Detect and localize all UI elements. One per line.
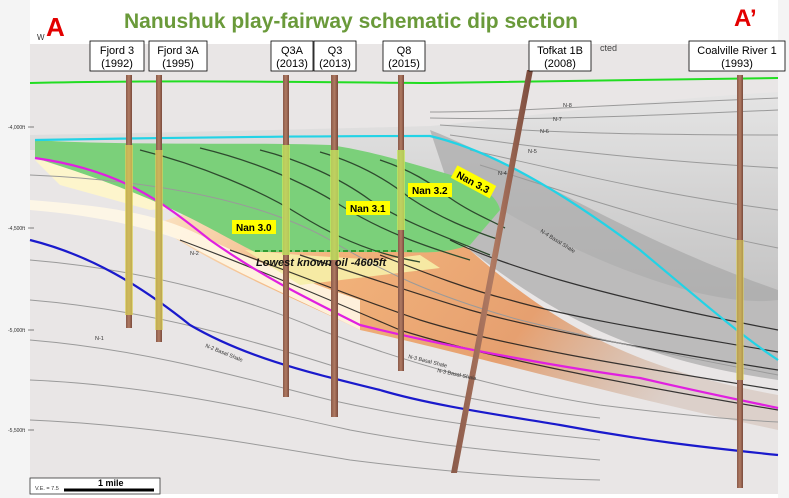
formation-label: N-6 <box>540 129 549 135</box>
well-name: Q8 <box>397 45 412 57</box>
well-year: (1993) <box>721 58 753 70</box>
formation-label: N-1 <box>95 336 104 342</box>
cyan-horizon <box>34 134 779 361</box>
well-name: Tofkat 1B <box>537 45 583 57</box>
well-label-box <box>313 40 357 72</box>
unit-label: Nan 3.1 <box>350 204 386 215</box>
depth-label: -4,500ft <box>8 226 26 232</box>
green-horizon <box>29 77 779 85</box>
well-name: Fjord 3A <box>157 45 199 57</box>
formation-label: N-7 <box>553 117 562 123</box>
unit-label: Nan 3.0 <box>236 223 272 234</box>
partially-hidden-label: cted <box>600 43 617 53</box>
compass-west: W <box>37 33 45 42</box>
formation-label: N-4 <box>498 171 507 177</box>
well-year: (2013) <box>319 58 351 70</box>
figure-title: Nanushuk play-fairway schematic dip sect… <box>124 10 578 33</box>
section-end-label: A’ <box>734 5 757 32</box>
well-label-box <box>528 40 592 72</box>
formation-label: N-2 <box>190 251 199 257</box>
well-label-box <box>382 40 426 72</box>
basal-shale-wedge <box>430 130 778 380</box>
well-bores <box>125 70 744 488</box>
depth-label: -5,000ft <box>8 328 26 334</box>
oil-contact-label: Lowest known oil -4605ft <box>256 257 388 269</box>
depth-label: -4,000ft <box>8 125 26 131</box>
depth-label: -5,500ft <box>8 428 26 434</box>
unit-label-box <box>408 183 452 197</box>
well-label-box <box>148 40 208 72</box>
unit-label-box <box>232 220 276 234</box>
well-name: Fjord 3 <box>100 45 134 57</box>
well-year: (2008) <box>544 58 576 70</box>
well-name: Q3A <box>281 45 304 57</box>
section-start-label: A <box>46 12 65 42</box>
well-label-box <box>270 40 314 72</box>
unit-label: Nan 3.2 <box>412 186 448 197</box>
formation-label: N-5 <box>528 149 537 155</box>
well-year: (2015) <box>388 58 420 70</box>
formation-label: N-8 <box>563 103 572 109</box>
sequence-lines <box>179 239 779 411</box>
well-name: Coalville River 1 <box>697 45 776 57</box>
faint-horizons <box>29 97 779 481</box>
well-label-box <box>89 40 145 72</box>
well-year: (2013) <box>276 58 308 70</box>
well-label-box <box>688 40 786 72</box>
well-tofkat1b-bore <box>451 70 533 473</box>
unit-label-box <box>346 201 390 215</box>
well-year: (1995) <box>162 58 194 70</box>
scale-label: 1 mile <box>98 478 124 488</box>
well-year: (1992) <box>101 58 133 70</box>
unit-label-box <box>450 165 497 199</box>
vertical-exaggeration: V.E. = 7.5 <box>35 486 59 492</box>
well-name: Q3 <box>328 45 343 57</box>
blue-horizon <box>29 238 779 457</box>
